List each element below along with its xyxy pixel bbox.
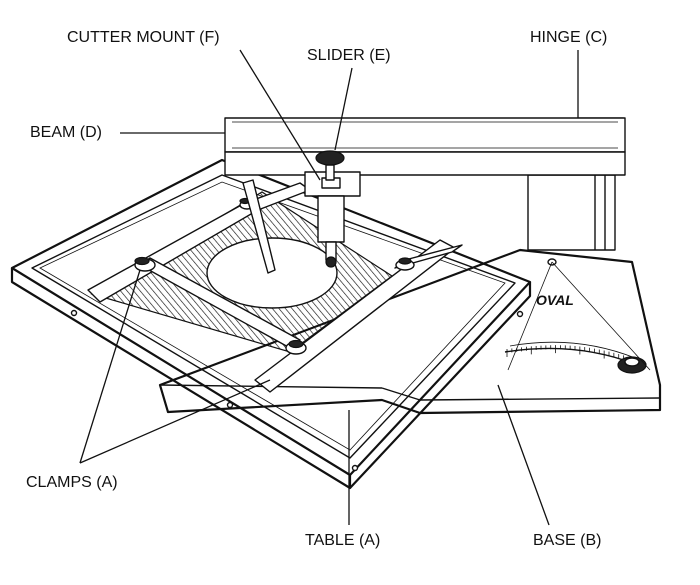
- table: [10, 158, 532, 490]
- label-clamps: CLAMPS (A): [26, 474, 118, 491]
- clamp-knob-right: [395, 257, 415, 271]
- clamp-knobs: [134, 197, 415, 355]
- label-hinge: HINGE (C): [530, 29, 607, 46]
- mat-board: [90, 191, 394, 353]
- clamp-knob-left: [134, 256, 156, 272]
- oval-logo: OVAL: [536, 292, 574, 308]
- frame-screws: [70, 309, 524, 472]
- label-slider: SLIDER (E): [307, 47, 391, 64]
- label-base: BASE (B): [533, 532, 601, 549]
- beam: [224, 117, 626, 176]
- label-table: TABLE (A): [305, 532, 380, 549]
- base-corner-knob: [617, 356, 647, 374]
- slider: [304, 150, 361, 268]
- clamp-knob-bottom: [285, 339, 307, 355]
- pivot-point: [507, 258, 651, 371]
- oval-opening: [206, 237, 338, 309]
- label-beam: BEAM (D): [30, 124, 102, 141]
- label-cutter-mount: CUTTER MOUNT (F): [67, 29, 220, 46]
- cutter-mount-arm: [242, 179, 276, 274]
- cutter-blade: [325, 241, 337, 268]
- leader-lines: [79, 49, 579, 526]
